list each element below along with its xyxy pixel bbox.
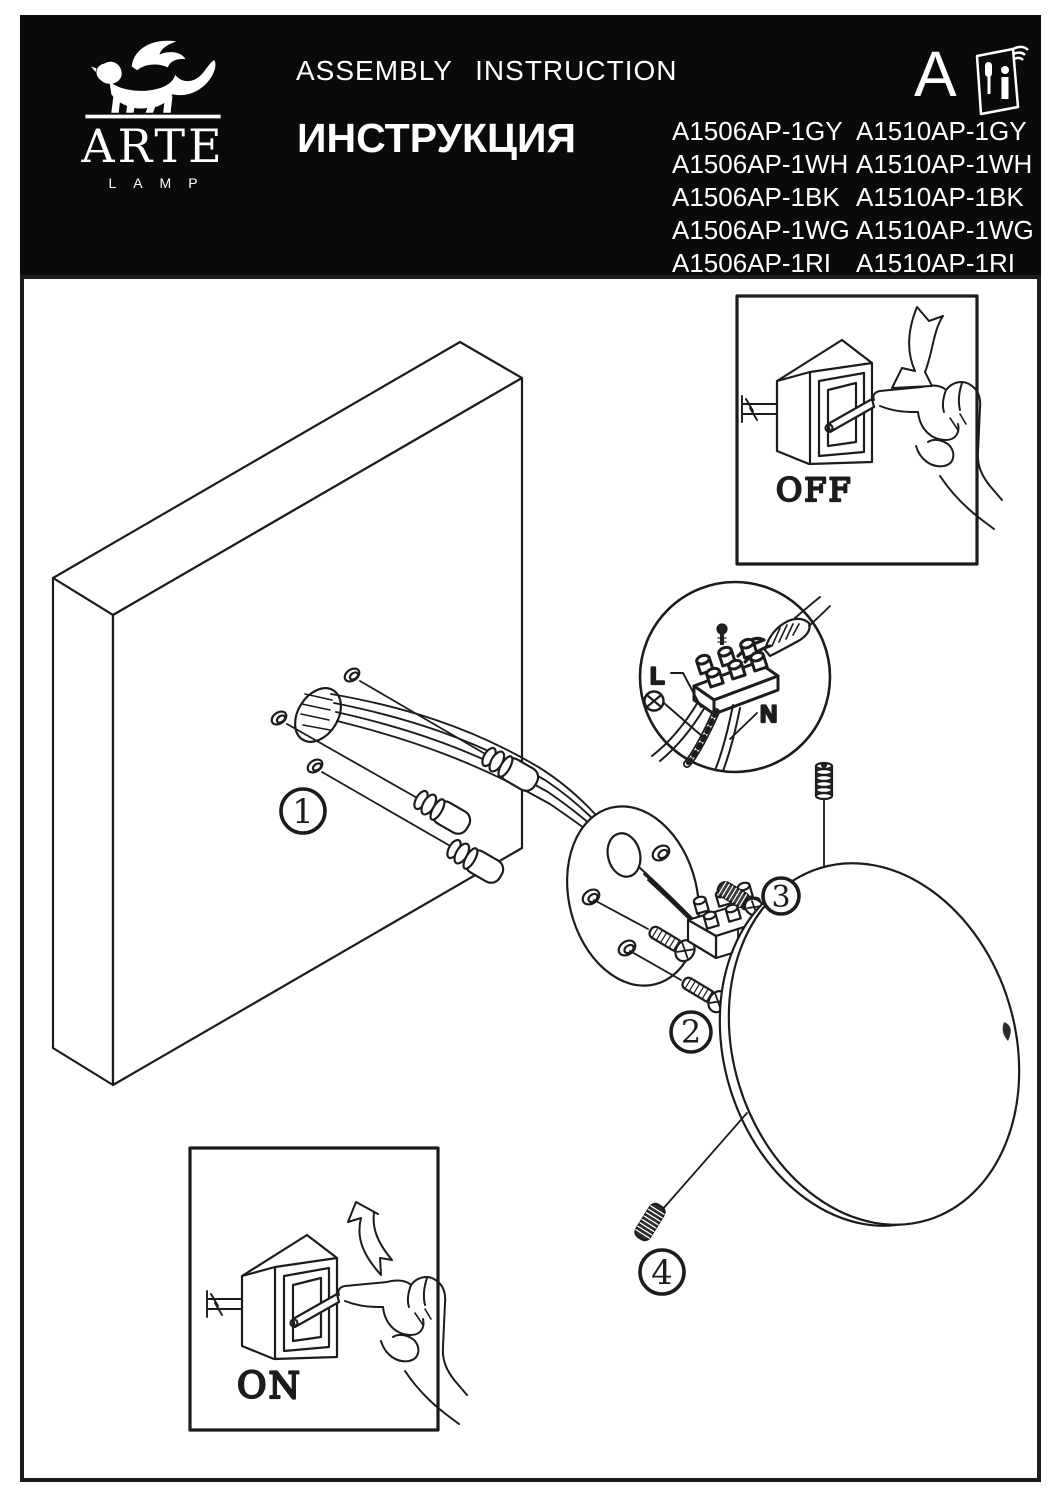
step-number: 4: [651, 1253, 673, 1293]
section-letter: A: [914, 38, 957, 110]
step-number: 2: [681, 1013, 701, 1051]
earth-ground-screw-icon: [643, 690, 665, 712]
brand-name: ARTE: [81, 119, 225, 173]
step-markers: 1 2 3 4: [279, 787, 801, 1296]
wall-plug: [446, 838, 505, 884]
cable-hole: [294, 687, 342, 743]
header-band: ARTE LAMP ASSEMBLY INSTRUCTION ИНСТРУКЦИ…: [20, 15, 1041, 278]
curved-arrow-up-icon: [347, 1201, 393, 1276]
wall: [51, 340, 524, 1087]
step-marker-1: 1: [279, 787, 327, 835]
step-marker-2: 2: [669, 1010, 713, 1054]
step-number: 3: [771, 880, 790, 915]
detail-wires: [651, 701, 741, 772]
off-label: OFF: [776, 471, 853, 509]
title-english: ASSEMBLY INSTRUCTION: [296, 55, 678, 86]
instruction-booklet-icon: [975, 45, 1029, 116]
brand-subname: LAMP: [108, 175, 215, 191]
terminal-stud-screw: [716, 881, 765, 917]
model-list-column1: A1506AP-1GY A1506AP-1WH A1506AP-1BK A150…: [672, 115, 850, 280]
grub-screw: [634, 1112, 748, 1242]
anchor-hole: [306, 758, 324, 774]
lamp-body: [718, 862, 1021, 1227]
model-code: A1506AP-1WG: [672, 215, 850, 245]
plate-screw: [648, 925, 696, 963]
switch-off-inset: OFF: [735, 294, 1003, 566]
switch-on-inset: ON: [188, 1146, 468, 1432]
wiring-detail-circle: L N: [638, 580, 832, 774]
winged-lion-icon: [85, 40, 221, 119]
set-screw-notch: [1002, 1022, 1011, 1041]
wall-plug: [481, 746, 540, 792]
mounting-plate: [566, 805, 700, 987]
anchor-holes: [270, 667, 488, 848]
model-code: A1510AP-1RI: [856, 248, 1015, 278]
model-code: A1510AP-1BK: [856, 182, 1024, 212]
model-code: A1506AP-1BK: [672, 182, 840, 212]
wire-break: [741, 395, 778, 423]
neutral-label: N: [760, 701, 777, 728]
model-code: A1510AP-1WH: [856, 149, 1033, 179]
model-code: A1506AP-1RI: [672, 248, 831, 278]
model-code: A1506AP-1GY: [672, 116, 843, 146]
pointing-hand-icon: [872, 381, 1003, 530]
switch-drawing: [741, 338, 876, 466]
curved-arrow-down-icon: [891, 306, 944, 389]
threaded-stud: [814, 761, 834, 904]
model-code: A1510AP-1WG: [856, 215, 1034, 245]
anchor-hole: [343, 667, 361, 683]
wall-plugs: [413, 746, 540, 884]
step-marker-4: 4: [638, 1248, 686, 1296]
model-list-column2: A1510AP-1GY A1510AP-1WH A1510AP-1BK A151…: [856, 115, 1034, 280]
pointing-hand-icon: [337, 1276, 468, 1425]
cable-sleeve: [763, 596, 831, 658]
step-number: 1: [292, 792, 314, 832]
step-marker-3: 3: [761, 876, 801, 916]
terminal: [692, 895, 710, 915]
on-label: ON: [237, 1366, 302, 1407]
terminal: [702, 910, 720, 930]
terminal: [724, 903, 742, 923]
anchor-hole: [270, 710, 288, 726]
model-code: A1510AP-1GY: [856, 116, 1027, 146]
detail-screw: [716, 623, 728, 645]
live-label: L: [650, 663, 665, 690]
model-code: A1506AP-1WH: [672, 149, 849, 179]
wire-break: [206, 1290, 243, 1318]
wall-plug: [413, 789, 472, 835]
switch-drawing: [206, 1233, 341, 1361]
title-russian: ИНСТРУКЦИЯ: [297, 115, 576, 161]
